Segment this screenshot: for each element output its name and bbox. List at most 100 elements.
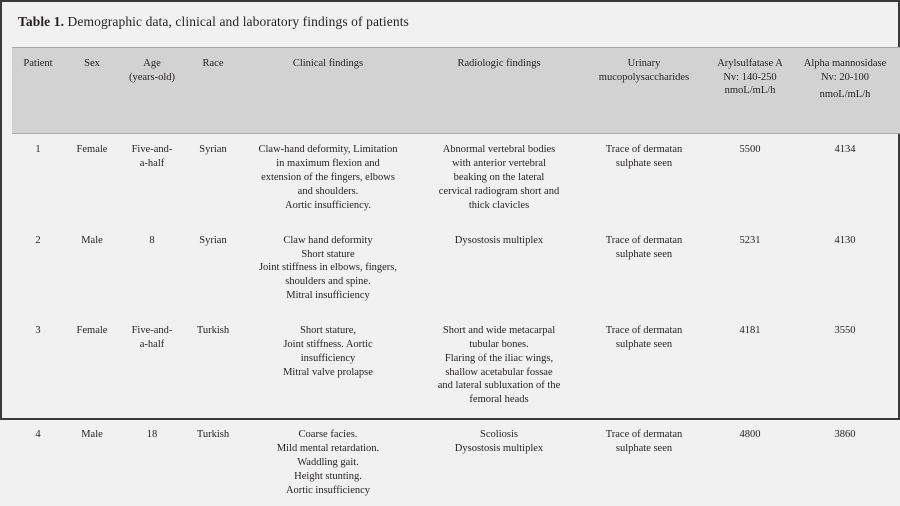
cell-urinary-mucopolysaccharides: Trace of dermatan sulphate seen — [584, 134, 704, 225]
demographic-table: Patient Sex Age (years-old) Race Clinica… — [12, 46, 900, 506]
cell-alpha-mannosidase: 3860 — [796, 419, 894, 506]
cell-sex: Male — [64, 225, 120, 315]
cell-clinical-findings: Coarse facies.Mild mental retardation.Wa… — [242, 419, 414, 506]
column-header-arylsulfatase-a-unit: nmoL/mL/h — [724, 85, 776, 97]
race-value: Turkish — [196, 429, 230, 441]
cell-arylsulfatase-a: 5231 — [704, 225, 796, 315]
radiologic-findings-line: and lateral subluxation of the — [437, 380, 561, 392]
cell-patient-number: 3 — [12, 315, 64, 419]
cell-sex: Male — [64, 419, 120, 506]
cell-age: Five-and-a-half — [120, 315, 184, 419]
radiologic-findings-line: with anterior vertebral — [452, 158, 546, 170]
age-value-cont: a-half — [139, 158, 165, 170]
cell-sex: Female — [64, 134, 120, 225]
clinical-findings-line: Short stature — [301, 248, 355, 260]
urinary-mucopolysaccharides-line: sulphate seen — [615, 158, 673, 170]
table-caption: Table 1. Demographic data, clinical and … — [2, 2, 898, 31]
column-header-arylsulfatase-a-label: Arylsulfatase A — [717, 57, 783, 69]
patient-number: 3 — [35, 325, 41, 337]
urinary-mucopolysaccharides-line: Trace of dermatan — [605, 144, 683, 156]
column-header-race-label: Race — [202, 57, 224, 69]
radiologic-findings-line: Flaring of the iliac wings, — [444, 352, 554, 364]
urinary-mucopolysaccharides-line: sulphate seen — [615, 248, 673, 260]
cell-patient-number: 1 — [12, 134, 64, 225]
column-header-alpha-mannosidase-range: Nv: 20-100 — [820, 71, 870, 83]
urinary-mucopolysaccharides-line: Trace of dermatan — [605, 234, 683, 246]
column-header-radiologic-findings: Radiologic findings — [414, 46, 584, 135]
table-header-row: Patient Sex Age (years-old) Race Clinica… — [12, 46, 900, 135]
table-caption-label: Table 1. — [18, 14, 65, 29]
clinical-findings-line: in maximum flexion and — [276, 158, 380, 170]
age-value: 18 — [146, 429, 158, 441]
radiologic-findings-line: femoral heads — [469, 394, 529, 406]
alpha-mannosidase-value: 4130 — [834, 234, 856, 246]
alpha-mannosidase-value: 3860 — [834, 429, 856, 441]
patient-number: 2 — [35, 234, 41, 246]
clinical-findings-line: shoulders and spine. — [285, 276, 371, 288]
clinical-findings-line: extension of the fingers, elbows — [261, 172, 395, 184]
radiologic-findings-line: Dysostosis multiplex — [454, 234, 544, 246]
cell-radiologic-findings: Dysostosis multiplex — [414, 225, 584, 315]
race-value: Syrian — [199, 144, 227, 156]
sex-value: Male — [81, 234, 103, 246]
radiologic-findings-line: tubular bones. — [469, 338, 529, 350]
arylsulfatase-a-value: 5231 — [739, 234, 761, 246]
column-header-urinary-sublabel: mucopolysaccharides — [598, 71, 690, 83]
column-header-age: Age (years-old) — [120, 46, 184, 135]
table-header: Patient Sex Age (years-old) Race Clinica… — [12, 46, 900, 135]
clinical-findings-line: Height stunting. — [294, 470, 362, 482]
clinical-findings-line: Mitral insufficiency — [286, 290, 370, 302]
urinary-mucopolysaccharides-line: Trace of dermatan — [605, 325, 683, 337]
arylsulfatase-a-value: 4800 — [739, 429, 761, 441]
arylsulfatase-a-value: 5500 — [739, 144, 761, 156]
clinical-findings-line: Aortic insufficiency. — [284, 199, 371, 211]
clinical-findings-line: Joint stiffness in elbows, fingers, — [258, 262, 398, 274]
age-value: Five-and- — [131, 325, 173, 337]
age-value: Five-and- — [131, 144, 173, 156]
clinical-findings-line: Mild mental retardation. — [276, 443, 380, 455]
cell-hexominidase-ab: 14451 — [894, 315, 900, 419]
cell-alpha-mannosidase: 4134 — [796, 134, 894, 225]
radiologic-findings-line: cervical radiogram short and — [438, 186, 560, 198]
clinical-findings-line: and shoulders. — [297, 186, 359, 198]
radiologic-findings-line: Dysostosis multiplex — [454, 443, 544, 455]
cell-arylsulfatase-a: 4800 — [704, 419, 796, 506]
urinary-mucopolysaccharides-line: Trace of dermatan — [605, 429, 683, 441]
cell-race: Turkish — [184, 419, 242, 506]
column-header-race: Race — [184, 46, 242, 135]
cell-patient-number: 4 — [12, 419, 64, 506]
race-value: Turkish — [196, 325, 230, 337]
column-header-alpha-mannosidase-unit: nmoL/mL/h — [819, 89, 871, 101]
column-header-alpha-mannosidase-label: Alpha mannosidase — [803, 57, 887, 69]
clinical-findings-line: Mitral valve prolapse — [283, 366, 373, 378]
column-header-age-unit: (years-old) — [128, 71, 176, 83]
alpha-mannosidase-value: 3550 — [834, 325, 856, 337]
column-header-radiologic-findings-label: Radiologic findings — [457, 57, 541, 69]
column-header-arylsulfatase-a: Arylsulfatase A Nv: 140-250 nmoL/mL/h — [704, 46, 796, 135]
cell-hexominidase-ab: 17702 — [894, 419, 900, 506]
cell-urinary-mucopolysaccharides: Trace of dermatan sulphate seen — [584, 225, 704, 315]
race-value: Syrian — [199, 234, 227, 246]
arylsulfatase-a-value: 4181 — [739, 325, 761, 337]
cell-alpha-mannosidase: 3550 — [796, 315, 894, 419]
cell-age: 8 — [120, 225, 184, 315]
column-header-sex-label: Sex — [84, 57, 100, 69]
column-header-clinical-findings-label: Clinical findings — [292, 57, 364, 69]
cell-hexominidase-ab: 15722 — [894, 225, 900, 315]
cell-race: Syrian — [184, 225, 242, 315]
cell-age: Five-and-a-half — [120, 134, 184, 225]
sex-value: Female — [76, 144, 108, 156]
column-header-alpha-mannosidase: Alpha mannosidase Nv: 20-100 nmoL/mL/h — [796, 46, 894, 135]
column-header-clinical-findings: Clinical findings — [242, 46, 414, 135]
cell-race: Turkish — [184, 315, 242, 419]
column-header-arylsulfatase-a-range: Nv: 140-250 — [723, 71, 777, 83]
column-header-patient-label: Patient — [23, 57, 53, 69]
